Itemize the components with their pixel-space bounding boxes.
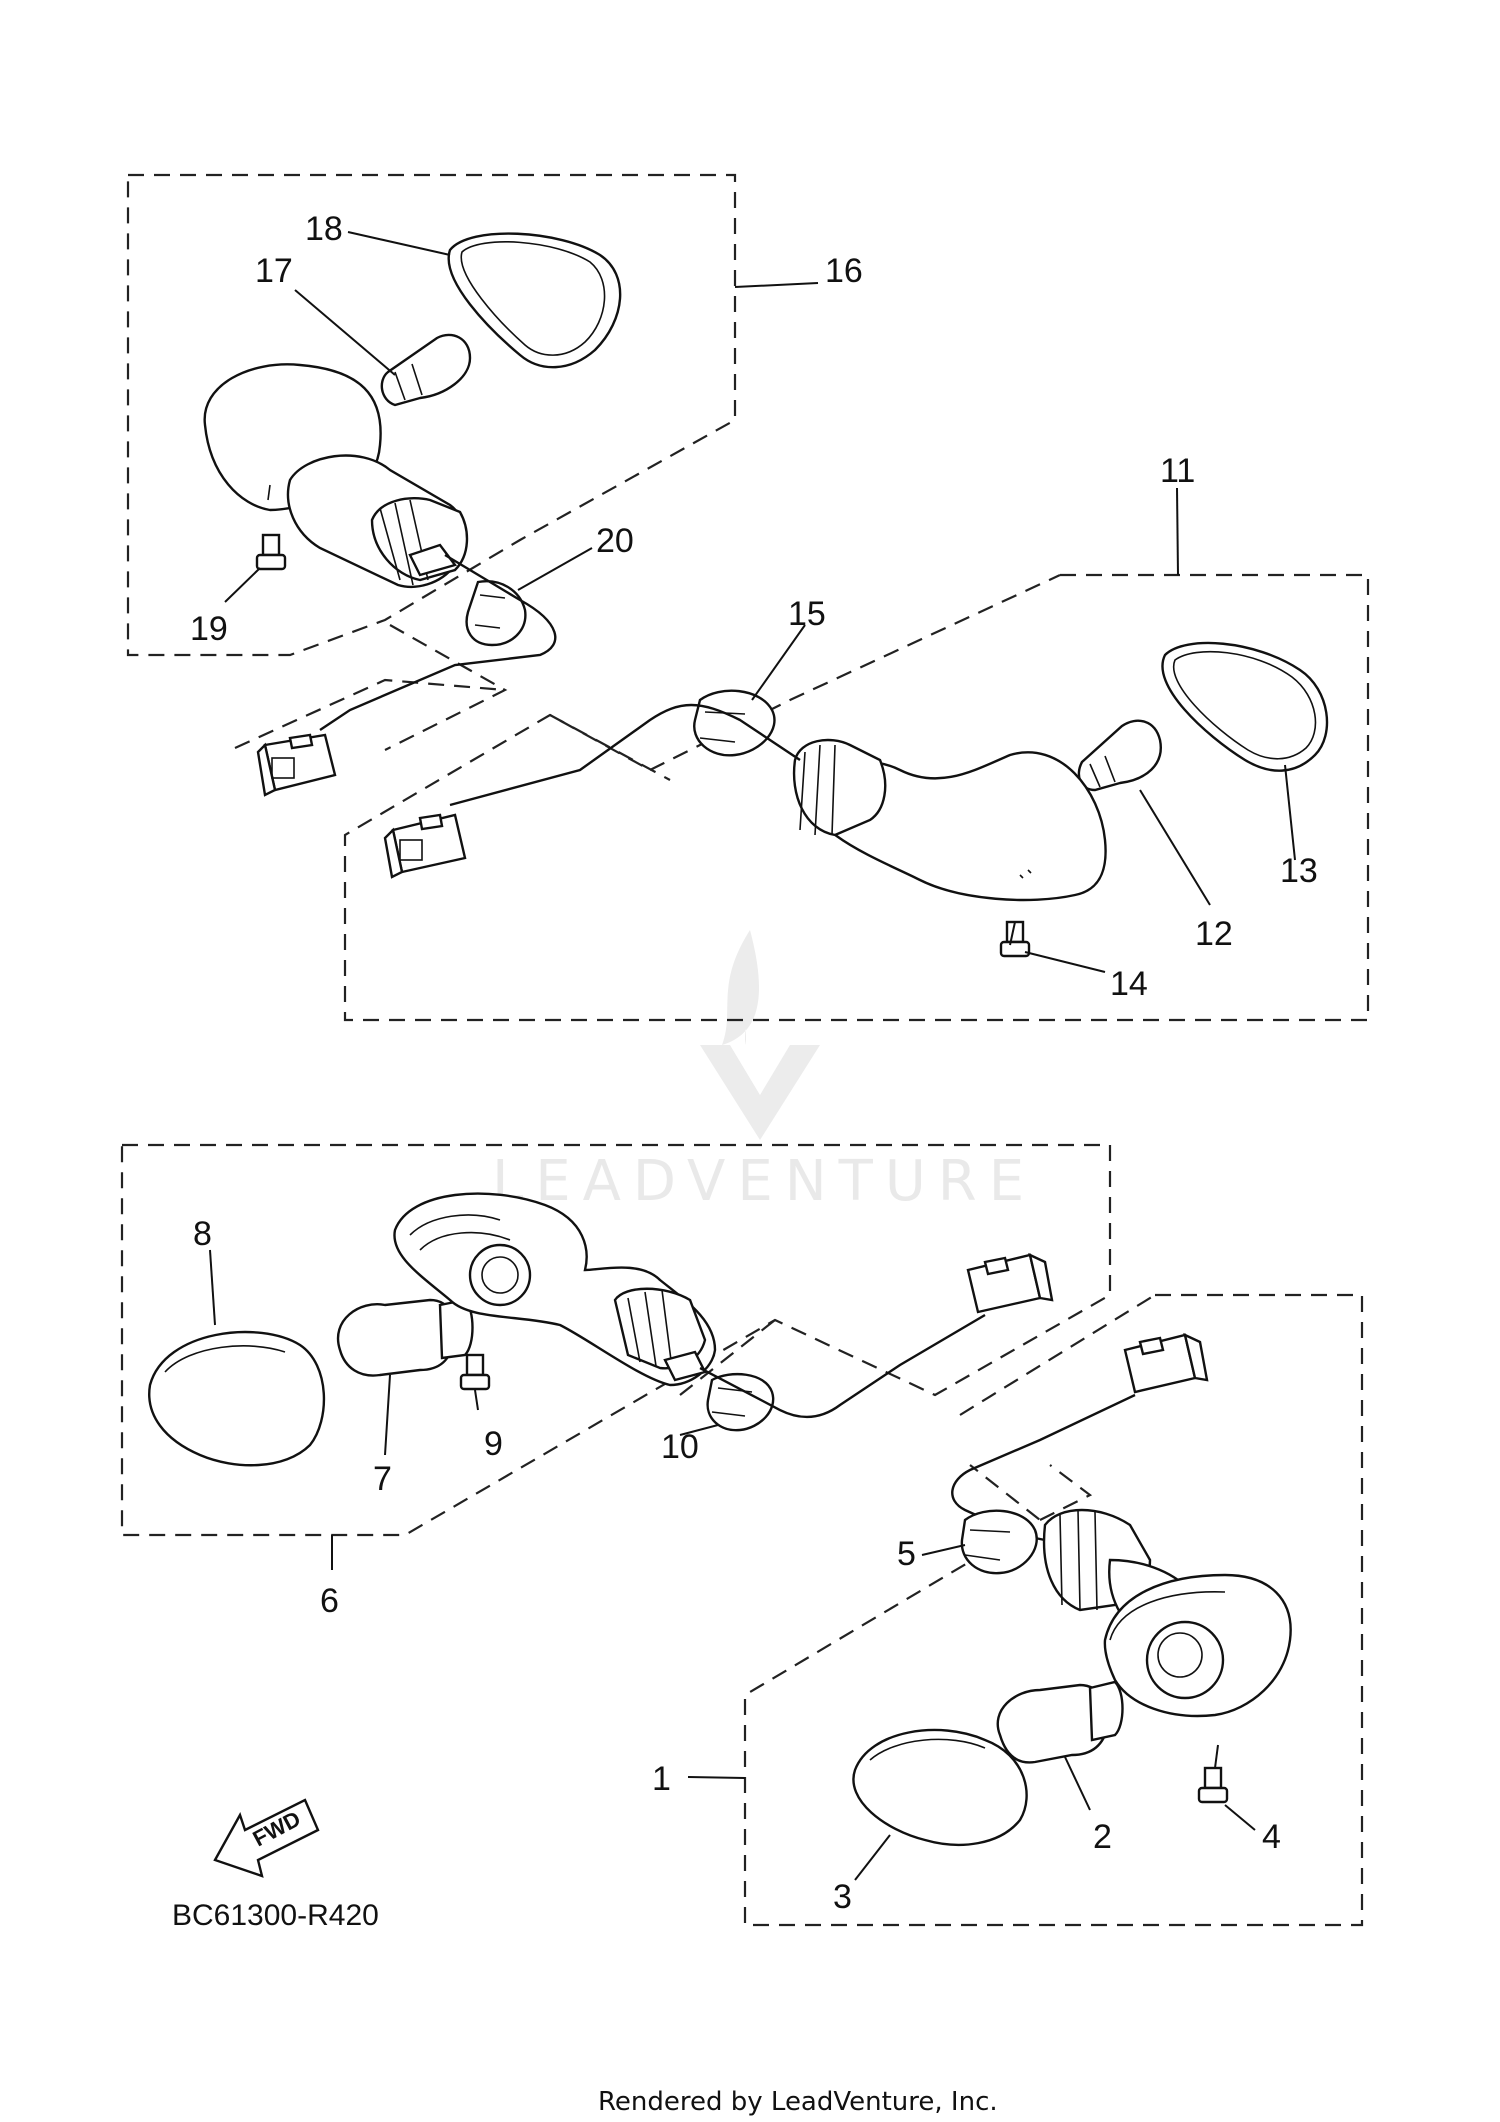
housing-11: [792, 738, 1107, 902]
connector-16: [256, 733, 337, 797]
bulb-17: [380, 333, 472, 407]
callout-9: 9: [484, 1425, 503, 1463]
watermark-v-icon: [700, 1045, 820, 1140]
footer-credit: Rendered by LeadVenture, Inc.: [598, 2087, 998, 2117]
wire-11: [449, 703, 801, 807]
connector-1: [1123, 1332, 1209, 1394]
connector-6: [966, 1252, 1054, 1314]
screw-4: [1197, 1766, 1229, 1804]
grommet-10: [706, 1373, 775, 1432]
callout-15: 15: [788, 595, 826, 633]
connector-11: [383, 813, 467, 879]
callout-14: 14: [1110, 965, 1148, 1003]
group-16-boundary: [126, 173, 737, 657]
callout-13: 13: [1280, 852, 1318, 890]
callout-6: 6: [320, 1582, 339, 1620]
forward-arrow-icon: FWD: [213, 1798, 320, 1878]
screw-14: [999, 920, 1031, 958]
watermark: LEADVENTURE: [492, 930, 1036, 1214]
callout-16: 16: [825, 252, 863, 290]
wire-16: [319, 553, 557, 731]
bulb-12: [1077, 719, 1162, 792]
callout-1: 1: [652, 1760, 671, 1798]
callout-20: 20: [596, 522, 634, 560]
watermark-text: LEADVENTURE: [492, 1149, 1036, 1214]
wire-1: [951, 1393, 1136, 1547]
callout-3: 3: [833, 1878, 852, 1916]
grommet-15: [693, 689, 776, 757]
wire-6: [699, 1313, 986, 1419]
reference-code: BC61300-R420: [172, 1899, 379, 1932]
callout-17: 17: [255, 252, 293, 290]
callout-7: 7: [373, 1460, 392, 1498]
callout-11: 11: [1160, 452, 1195, 490]
callout-12: 12: [1195, 915, 1233, 953]
screw-19: [255, 533, 287, 571]
callout-5: 5: [897, 1535, 916, 1573]
grommet-20: [465, 580, 527, 647]
screw-9: [459, 1353, 491, 1391]
callout-8: 8: [193, 1215, 212, 1253]
callout-19: 19: [190, 610, 228, 648]
leader-lines: [209, 231, 1296, 1881]
housing-6: [393, 1192, 717, 1387]
lens-18: [447, 232, 622, 369]
callout-10: 10: [661, 1428, 699, 1466]
bulb-2: [996, 1680, 1124, 1764]
callout-2: 2: [1093, 1818, 1112, 1856]
grommet-5: [960, 1509, 1038, 1575]
watermark-flame-icon: [722, 930, 760, 1045]
lens-3: [852, 1728, 1028, 1846]
housing-16: [203, 363, 469, 588]
callouts: 18 17 16 20 19 11 15 13 12 14 8 7 9 10 6…: [190, 210, 1318, 1916]
callout-18: 18: [305, 210, 343, 248]
lens-13: [1161, 641, 1329, 772]
bulb-7: [336, 1298, 474, 1377]
callout-4: 4: [1262, 1818, 1281, 1856]
housing-1: [1042, 1508, 1292, 1718]
lens-8: [148, 1330, 326, 1467]
